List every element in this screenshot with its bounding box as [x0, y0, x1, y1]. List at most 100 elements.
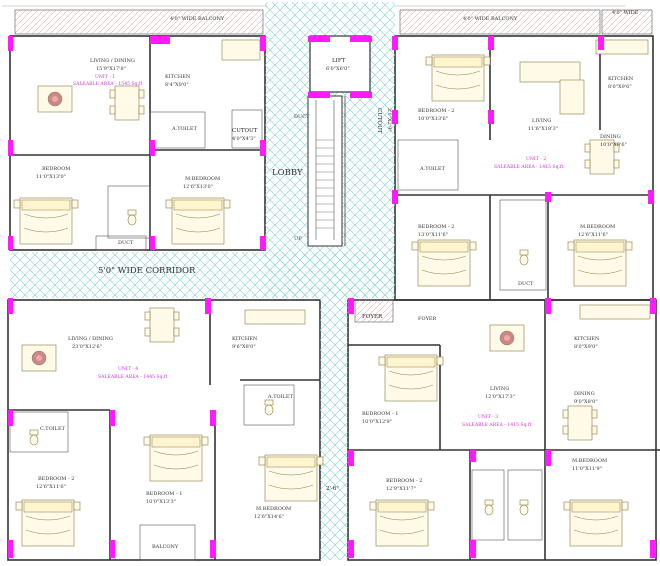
lobby-label: LOBBY	[272, 168, 303, 178]
bed-icon	[13, 197, 79, 245]
room-label: A.TOILET	[267, 394, 294, 400]
bed-icon	[369, 499, 435, 547]
saleable-area: SALEABLE AREA - 1415 Sq.ft	[462, 422, 532, 428]
dining-table-icon	[562, 405, 598, 441]
room-label: BEDROOM - 2	[38, 476, 74, 482]
dining-table-icon	[144, 307, 180, 343]
bed-icon	[15, 499, 81, 547]
bed-icon	[411, 239, 477, 287]
room-label: C.TOILET	[40, 426, 66, 432]
unit1-walls	[10, 36, 265, 251]
room-dimension: 10'0"X13'6"	[418, 116, 448, 122]
room-dimension: 10'0"X12'9"	[362, 419, 392, 425]
room-label: KITCHEN	[574, 336, 600, 342]
balcony-label: 4'0" WIDE	[612, 10, 639, 16]
room-dimension: 12'9"X11'7"	[386, 486, 416, 492]
room-dimension: 12'0"X17'3"	[485, 394, 515, 400]
room-dimension: 9'6"X8'0"	[232, 344, 256, 350]
room-label: LIVING	[532, 118, 551, 124]
labels: 4'0" WIDE BALCONY 4'0" WIDE BALCONY 4'0"…	[36, 10, 639, 550]
sofa-icon	[37, 85, 73, 113]
room-label: A.TOILET	[171, 126, 198, 132]
room-label: M.BEDROOM	[185, 176, 220, 182]
bed-icon	[425, 54, 491, 102]
room-label: BALCONY	[152, 544, 179, 550]
toilet-icon	[519, 499, 529, 516]
toilet-icon	[127, 209, 137, 226]
room-label: LIVING	[490, 386, 509, 392]
room-label: A.TOILET	[419, 166, 446, 172]
cutout-label: CUTOUT	[376, 108, 382, 134]
room-dimension: 12'6"X13'0"	[183, 184, 213, 190]
room-label: LIVING / DINING	[68, 336, 113, 342]
saleable-area: SALEABLE AREA - 1545 Sq.ft	[73, 81, 143, 87]
lift-core	[307, 35, 371, 247]
unit-title: UNIT - 1	[95, 74, 115, 80]
duct-label: DUCT	[294, 114, 310, 120]
room-dimension: 12'6"X11'6"	[36, 484, 66, 490]
sofa-icon	[489, 324, 525, 352]
duct-label: DUCT	[518, 281, 534, 287]
toilet-icon	[484, 499, 494, 516]
room-dimension: 10'0"X8'6"	[600, 142, 627, 148]
room-label: KITCHEN	[165, 74, 191, 80]
unit-title: UNIT - 3	[478, 414, 498, 420]
room-label: BEDROOM - 2	[418, 224, 454, 230]
room-label: FOYER	[418, 316, 437, 322]
room-label: KITCHEN	[232, 336, 258, 342]
room-label: BEDROOM - 2	[386, 478, 422, 484]
room-label: BEDROOM	[42, 166, 70, 172]
room-dimension: 8'0"X9'6"	[608, 84, 632, 90]
saleable-area: SALEABLE AREA - 1415 Sq.ft	[494, 164, 564, 170]
room-dimension: 15'9"X17'8"	[96, 66, 126, 72]
toilet-icon	[264, 399, 274, 416]
duct-label: DUCT	[118, 240, 134, 246]
cutout-dimension: 4'0"X4'3"	[232, 136, 256, 142]
bed-icon	[378, 354, 444, 402]
room-label: M.BEDROOM	[572, 458, 607, 464]
unit-title: UNIT - 2	[526, 156, 546, 162]
balcony-label: 4'0" WIDE BALCONY	[463, 16, 518, 22]
sofa-icon	[21, 344, 57, 372]
room-dimension: 23'0"X12'6"	[72, 344, 102, 350]
room-dimension: 12'6"X11'6"	[578, 232, 608, 238]
bed-icon	[143, 434, 209, 482]
room-label: M.BEDROOM	[580, 224, 615, 230]
bed-icon	[165, 197, 231, 245]
room-label: BEDROOM - 1	[146, 491, 182, 497]
bed-icon	[567, 239, 633, 287]
corridor-label: 5'0" WIDE CORRIDOR	[98, 266, 196, 276]
cutout-dimension: 2'0"X2'9"	[386, 108, 392, 132]
lift-label: LIFT	[332, 58, 346, 64]
room-dimension: 10'0"X13'3"	[146, 499, 176, 505]
room-label: LIVING / DINING	[90, 58, 135, 64]
room-dimension: 8'4"X9'0"	[165, 82, 189, 88]
room-label: M.BEDROOM	[256, 506, 291, 512]
columns	[8, 36, 656, 558]
room-dimension: 8'0"X9'0"	[574, 344, 598, 350]
room-label: BEDROOM - 1	[362, 411, 398, 417]
balcony-label: 4'0" WIDE BALCONY	[170, 16, 225, 22]
toilet-icon	[29, 429, 39, 446]
room-dimension: 13'0"X11'6"	[418, 232, 448, 238]
room-dimension: 12'6"X14'6"	[254, 514, 284, 520]
room-label: DINING	[600, 134, 621, 140]
cutout-label: CUTOUT	[232, 128, 258, 134]
unit4-walls	[8, 300, 320, 561]
gap-dimension: 2'-6"	[326, 486, 339, 492]
saleable-area: SALEABLE AREA - 1445 Sq.ft	[98, 374, 168, 380]
room-dimension: 11'0"X11'9"	[572, 466, 602, 472]
room-dimension: 9'0"X8'0"	[574, 399, 598, 405]
room-label: KITCHEN	[608, 76, 634, 82]
room-label: FOYER	[362, 314, 383, 320]
unit-title: UNIT - 4	[118, 366, 138, 372]
room-dimension: 11'6"X18'3"	[528, 126, 558, 132]
lift-dimension: 6'0"X6'0"	[326, 66, 350, 72]
toilet-icon	[519, 249, 529, 266]
room-dimension: 11'0"X13'0"	[36, 174, 66, 180]
up-label: UP	[294, 236, 302, 242]
room-label: DINING	[574, 391, 595, 397]
room-label: BEDROOM - 2	[418, 108, 454, 114]
dining-table-icon	[109, 85, 145, 121]
